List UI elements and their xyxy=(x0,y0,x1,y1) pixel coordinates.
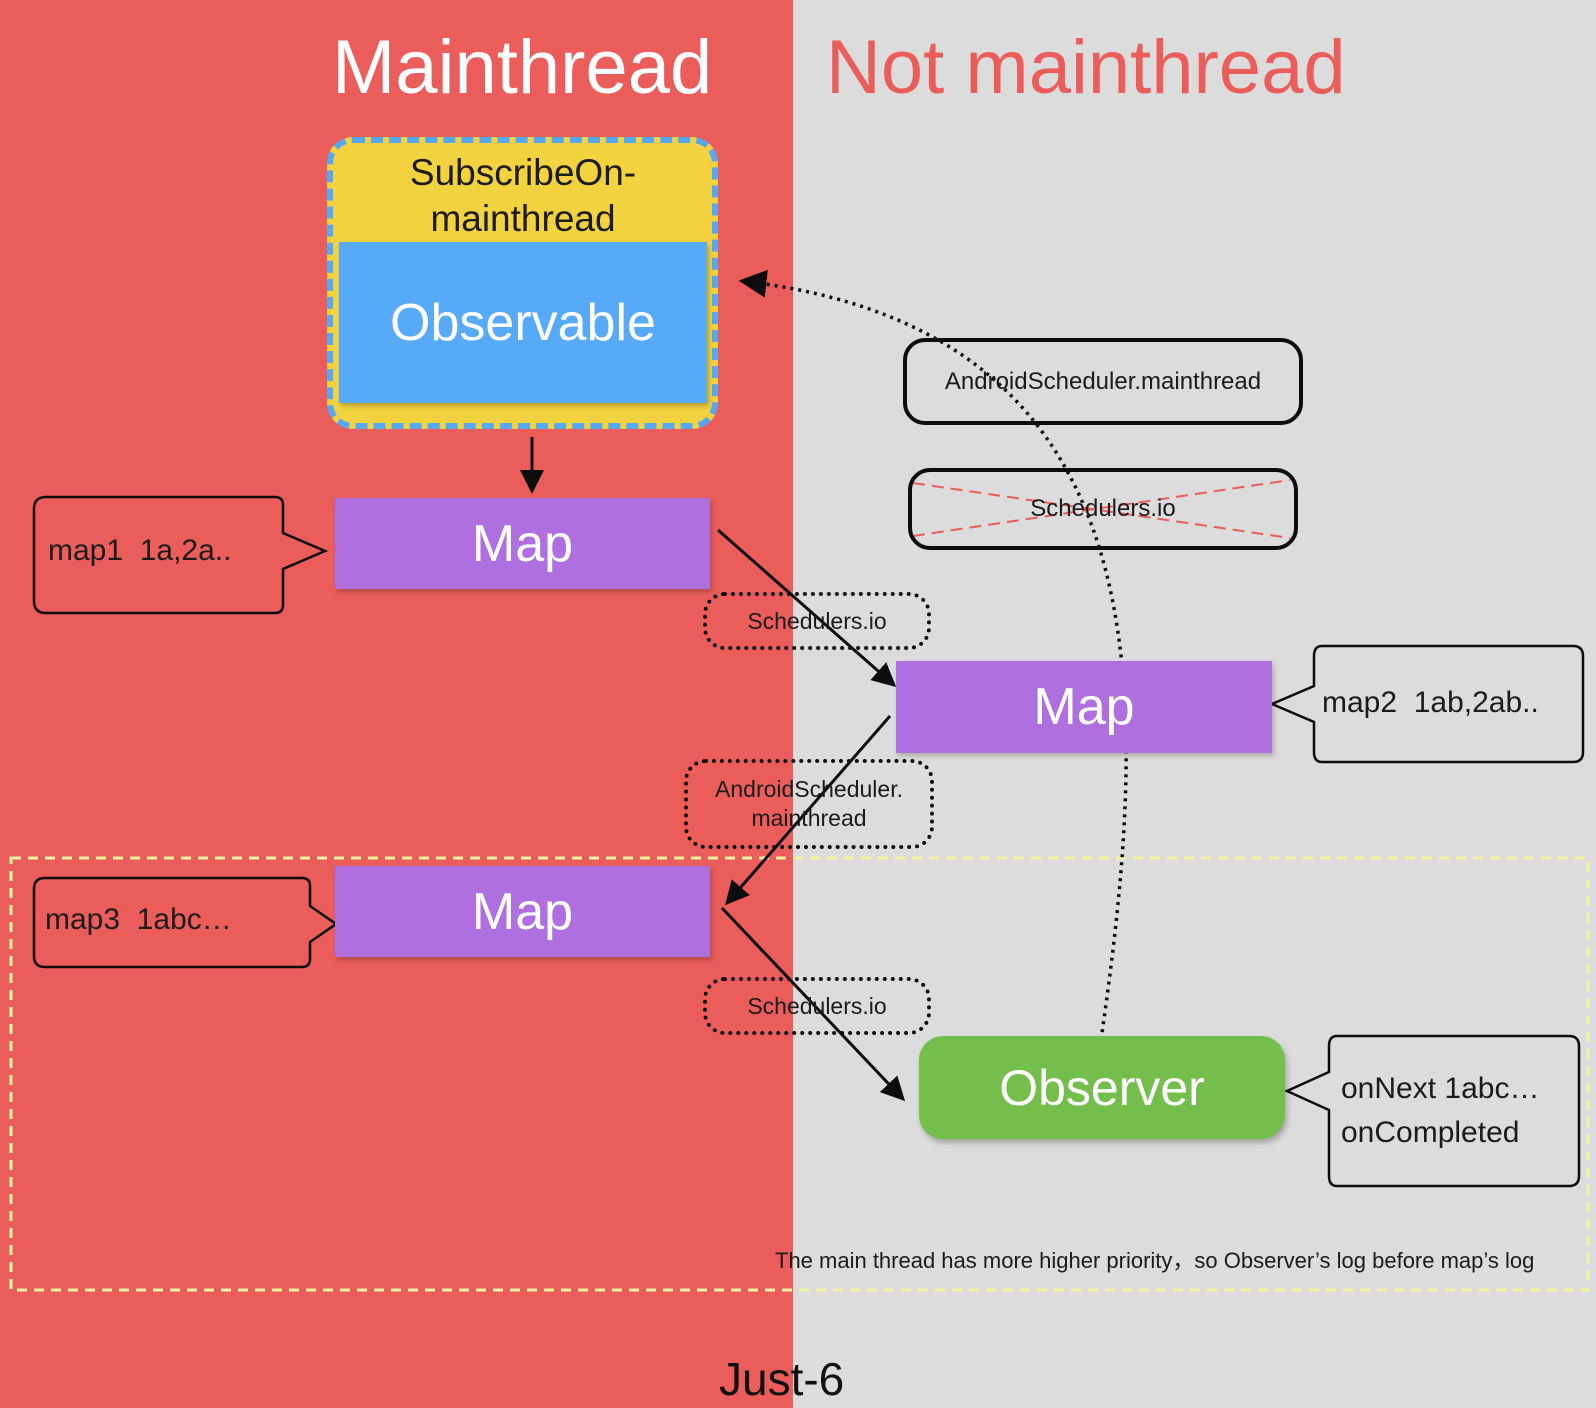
callout-map2-text: map2 1ab,2ab.. xyxy=(1322,686,1539,719)
scheduler-android-label: AndroidScheduler. mainthread xyxy=(684,759,934,849)
scheduler-io-crossed: Schedulers.io xyxy=(908,468,1298,550)
map-node-2: Map xyxy=(896,661,1272,753)
diagram-caption: Just-6 xyxy=(719,1353,845,1405)
cross-line-2 xyxy=(912,479,1291,537)
not-mainthread-heading: Not mainthread xyxy=(826,25,1346,110)
mainthread-heading: Mainthread xyxy=(332,25,713,110)
subscribe-on-label: SubscribeOn- mainthread xyxy=(409,152,637,239)
callout-observer-bubble xyxy=(1283,1034,1581,1188)
callout-observer-text: onNext 1abc… onCompleted xyxy=(1341,1072,1540,1149)
highlight-region xyxy=(9,856,1590,1292)
map-node-3: Map xyxy=(335,866,710,957)
callout-map2-bubble xyxy=(1268,644,1585,764)
callout-map1-text: map1 1a,2a.. xyxy=(48,534,232,567)
cross-line-1 xyxy=(912,482,1291,539)
observable-node: Observable xyxy=(339,242,707,403)
arrow-map2-to-map3 xyxy=(725,715,892,906)
scheduler-io-label-1: Schedulers.io xyxy=(703,592,931,650)
scheduler-io-label-2: Schedulers.io xyxy=(703,977,931,1035)
callout-map1-bubble xyxy=(32,495,329,615)
arrow-map3-to-observer xyxy=(720,906,906,1102)
callout-map3-bubble xyxy=(32,876,339,969)
callout-map3-text: map3 1abc… xyxy=(45,903,232,936)
priority-note: The main thread has more higher priority… xyxy=(775,1248,1535,1273)
arrow-map1-to-map2 xyxy=(717,528,897,687)
observer-node: Observer xyxy=(919,1036,1285,1139)
map-node-1: Map xyxy=(335,498,710,589)
scheduler-android-mainthread: AndroidScheduler.mainthread xyxy=(903,338,1303,425)
